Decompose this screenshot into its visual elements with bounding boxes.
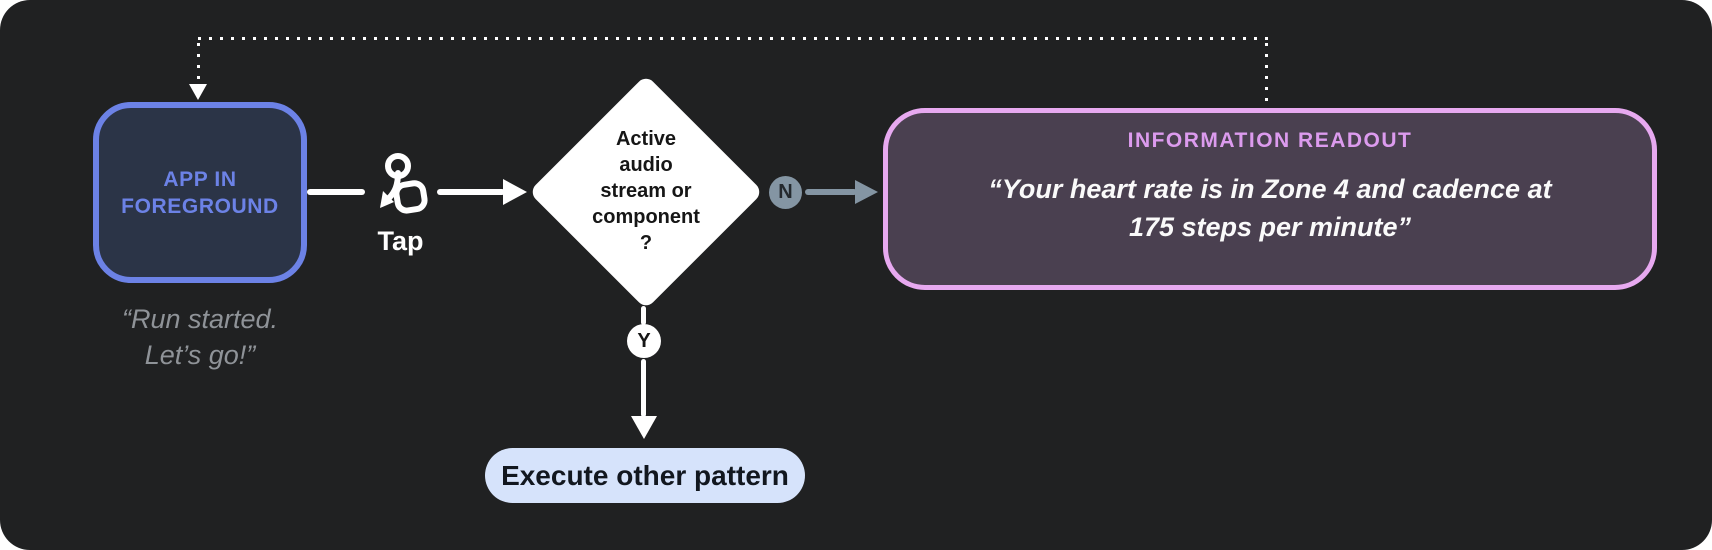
decision-label: Active audio stream or component ? (592, 128, 700, 254)
arrow-tap-to-decision (437, 189, 505, 195)
connector-decision-to-y (641, 306, 646, 325)
tap-gesture-icon (380, 153, 428, 214)
app-caption: “Run started. Let’s go!” (121, 304, 279, 370)
arrowhead-icon (631, 416, 657, 439)
readout-title: INFORMATION READOUT (1127, 129, 1413, 152)
app-foreground-node: APP IN FOREGROUND (93, 102, 307, 283)
arrowhead-icon (503, 179, 527, 205)
action-label: Execute other pattern (501, 459, 789, 491)
feedback-dotted-line-right (1265, 43, 1268, 104)
branch-n-badge: N (769, 176, 802, 209)
readout-node: INFORMATION READOUT “Your heart rate is … (883, 108, 1657, 290)
branch-y-badge: Y (627, 324, 661, 358)
action-pill: Execute other pattern (485, 448, 805, 503)
arrow-y-to-action (641, 359, 646, 417)
feedback-dotted-line-left (197, 43, 200, 83)
readout-quote: “Your heart rate is in Zone 4 and cadenc… (988, 174, 1552, 242)
feedback-arrowhead-icon (189, 84, 207, 100)
arrow-decision-to-readout (805, 189, 857, 195)
feedback-dotted-line-horizontal (198, 37, 1268, 40)
connector-app-to-tap (307, 189, 365, 195)
tap-label: Tap (377, 226, 424, 256)
app-node-label: APP IN FOREGROUND (121, 167, 279, 218)
arrowhead-icon (855, 180, 878, 204)
